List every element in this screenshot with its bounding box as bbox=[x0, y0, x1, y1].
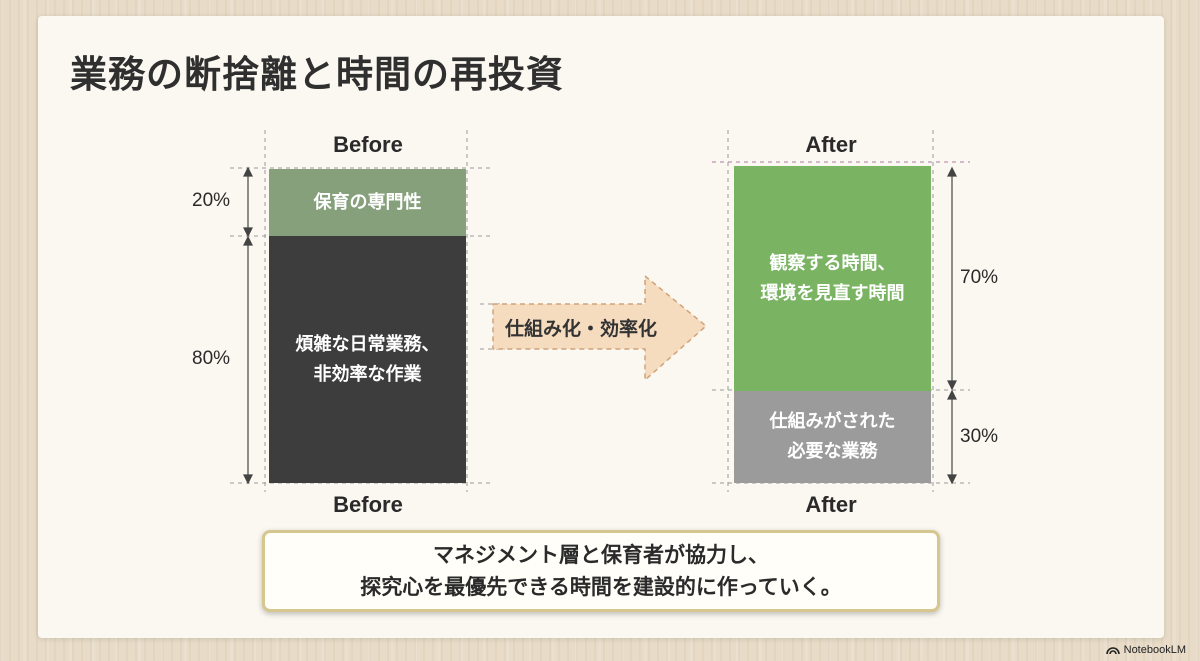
before-label-top: Before bbox=[333, 132, 403, 157]
arrow-label: 仕組み化・効率化 bbox=[505, 318, 658, 340]
before-label-bottom: Before bbox=[333, 492, 403, 517]
after-necessary-work-block: 仕組みがされた 必要な業務 bbox=[734, 391, 931, 483]
after-label-bottom: After bbox=[805, 492, 857, 517]
after-top-percent: 70% bbox=[960, 267, 999, 288]
callout-line-2: 探究心を最優先できる時間を建設的に作っていく。 bbox=[360, 575, 842, 599]
after-observation-block: 観察する時間、 環境を見直す時間 bbox=[734, 166, 931, 391]
before-top-percent: 20% bbox=[192, 190, 231, 211]
notebooklm-logo-icon bbox=[1105, 647, 1120, 655]
watermark-text: NotebookLM bbox=[1123, 644, 1186, 656]
page-title: 業務の断捨離と時間の再投資 bbox=[70, 53, 564, 96]
after-label-top: After bbox=[805, 132, 857, 157]
after-bottom-percent: 30% bbox=[960, 426, 999, 447]
before-specialty-block: 保育の専門性 bbox=[269, 169, 466, 236]
notebooklm-watermark: NotebookLM bbox=[1105, 644, 1186, 656]
before-routine-block: 煩雑な日常業務、 非効率な作業 bbox=[269, 236, 466, 483]
callout-line-1: マネジメント層と保育者が協力し、 bbox=[433, 543, 769, 567]
before-bottom-percent: 80% bbox=[192, 348, 231, 369]
conclusion-callout: マネジメント層と保育者が協力し、 探究心を最優先できる時間を建設的に作っていく。 bbox=[262, 530, 940, 612]
